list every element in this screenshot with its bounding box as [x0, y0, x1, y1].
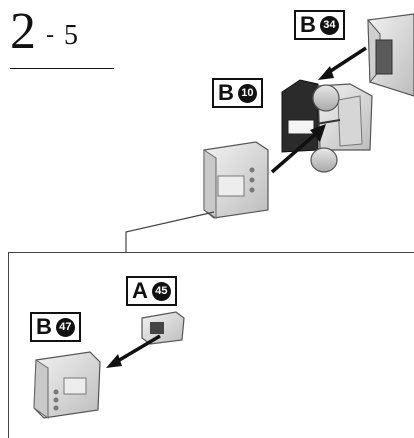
step-major: 2 — [10, 3, 36, 60]
callout-letter: A — [132, 278, 148, 303]
callout-number-badge: 10 — [237, 83, 257, 103]
callout-b10: B 10 — [212, 78, 263, 108]
part-b10 — [281, 79, 373, 173]
callout-letter: B — [36, 314, 52, 339]
assembly-arrows — [270, 46, 367, 174]
inset-arrow — [106, 334, 161, 368]
step-separator: - — [46, 22, 54, 48]
callout-number-badge: 45 — [151, 281, 171, 301]
callout-a45: A 45 — [126, 276, 177, 306]
callout-letter: B — [218, 80, 234, 105]
callout-letter: B — [300, 12, 316, 37]
part-b34 — [367, 13, 414, 97]
leader-line — [125, 211, 215, 252]
step-minor: 5 — [64, 20, 78, 51]
detail-inset — [8, 252, 414, 438]
callout-b34: B 34 — [294, 10, 345, 40]
callout-b47: B 47 — [30, 312, 81, 342]
part-center-box — [203, 141, 269, 219]
step-underline — [10, 68, 114, 69]
part-a45 — [141, 311, 185, 345]
callout-number-badge: 47 — [55, 317, 75, 337]
callout-number-badge: 34 — [319, 15, 339, 35]
part-b47 — [33, 351, 101, 419]
